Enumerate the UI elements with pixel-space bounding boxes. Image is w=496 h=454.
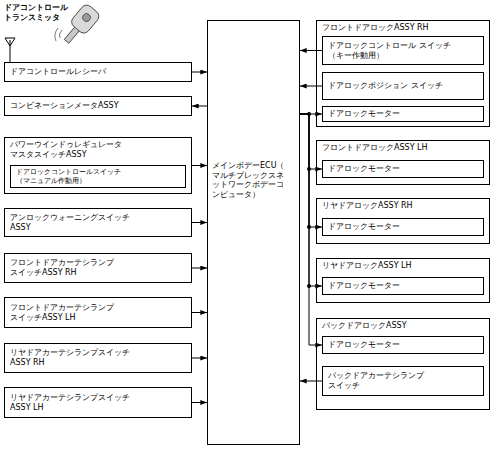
assembly-box: リヤドアロックASSY LH ドアロックモーター [316, 258, 490, 303]
antenna-symbol [5, 38, 15, 62]
node-text: ドアロックモーター [328, 109, 400, 119]
component-box: アンロックウォーニングスイッチ ASSY [4, 208, 192, 237]
ecu-box: メインボデーECU（ マルチプレックスネ ットワークボデーコ ンピュータ） [207, 20, 300, 445]
signal-arrow [192, 402, 207, 403]
assembly-box: フロントドアロックASSY RH ドアロックコントロール スイッチ（キー作動用） ド… [316, 20, 490, 127]
assembly-box: バックドアロックASSY ドアロックモーターバックドアカーテシランプ スイッチ [316, 318, 490, 410]
node-text: アンロックウォーニングスイッチ ASSY [10, 213, 135, 232]
node-text: リヤドアカーテシランプスイッチ ASSY LH [10, 393, 135, 412]
node-text: フロントドアカーテシランプ スイッチASSY RH [10, 258, 135, 277]
node-text: フロントドアカーテシランプ スイッチASSY LH [10, 303, 135, 322]
signal-arrow [192, 222, 207, 223]
switch-box: バックドアカーテシランプ スイッチ [322, 366, 484, 396]
component-box: フロントドアカーテシランプ スイッチASSY LH [4, 297, 192, 328]
assembly-box: フロントドアロックASSY LH ドアロックモーター [316, 140, 490, 185]
node-text: メインボデーECU（ マルチプレックスネ ットワークボデーコ ンピュータ） [212, 161, 296, 199]
node-text: リヤドアロックASSY LH [322, 261, 447, 271]
signal-arrow [192, 165, 207, 166]
node-text: フロントドアロックASSY RH [322, 23, 447, 33]
signal-arrow [192, 72, 207, 73]
component-box: フロントドアカーテシランプ スイッチASSY RH [4, 253, 192, 283]
node-text: バックドアロックASSY [322, 321, 447, 331]
part-label: ドアコントロール トランスミッタ [4, 3, 84, 22]
node-text: コンビネーションメータASSY [10, 101, 119, 111]
signal-arrow [192, 312, 207, 313]
node-text: リヤドアカーテシランプスイッチ ASSY RH [10, 348, 135, 367]
signal-waves [55, 28, 62, 41]
motor-box: ドアロックモーター [322, 106, 484, 122]
junction-dot [307, 112, 311, 288]
node-text: ドアロックポジション スイッチ [328, 81, 443, 91]
node-text: バックドアカーテシランプ スイッチ [328, 371, 453, 390]
motor-box: ドアロックモーター [322, 277, 484, 295]
component-box: リヤドアカーテシランプスイッチ ASSY LH [4, 387, 192, 418]
assembly-box: リヤドアロックASSY RH ドアロックモーター [316, 198, 490, 244]
node-text: フロントドアロックASSY LH [322, 143, 447, 153]
node-text: ドアロックコントロールスイッチ（マニュアル作動用） [16, 168, 180, 185]
signal-arrow [192, 106, 207, 107]
component-box: コンビネーションメータASSY [4, 96, 192, 116]
node-text: パワーウインドゥレギュレータ マスタスイッチASSY [10, 140, 135, 159]
signal-arrow [192, 358, 207, 359]
motor-box: ドアロックモーター [322, 160, 484, 178]
switch-box: ドアロックポジション スイッチ [322, 72, 484, 100]
node-text: ドアロックコントロール スイッチ（キー作動用） [328, 41, 453, 60]
node-text: ドアコントロールレシーバ [10, 67, 106, 77]
signal-arrow [192, 268, 207, 269]
switch-box: ドアロックコントロールスイッチ（マニュアル作動用） [10, 165, 186, 188]
motor-box: ドアロックモーター [322, 218, 484, 236]
node-text: リヤドアロックASSY RH [322, 201, 447, 211]
motor-box: ドアロックモーター [322, 336, 484, 354]
node-text: ドアロックモーター [328, 222, 400, 232]
node-text: ドアロックモーター [328, 281, 400, 291]
node-text: ドアロックモーター [328, 164, 400, 174]
component-box: リヤドアカーテシランプスイッチ ASSY RH [4, 343, 192, 373]
component-box: ドアコントロールレシーバ [4, 62, 192, 82]
switch-box: ドアロックコントロール スイッチ（キー作動用） [322, 36, 484, 65]
node-text: ドアロックモーター [328, 340, 400, 350]
assembly-box: パワーウインドゥレギュレータ マスタスイッチASSY ドアロックコントロールスイッ… [4, 137, 192, 194]
